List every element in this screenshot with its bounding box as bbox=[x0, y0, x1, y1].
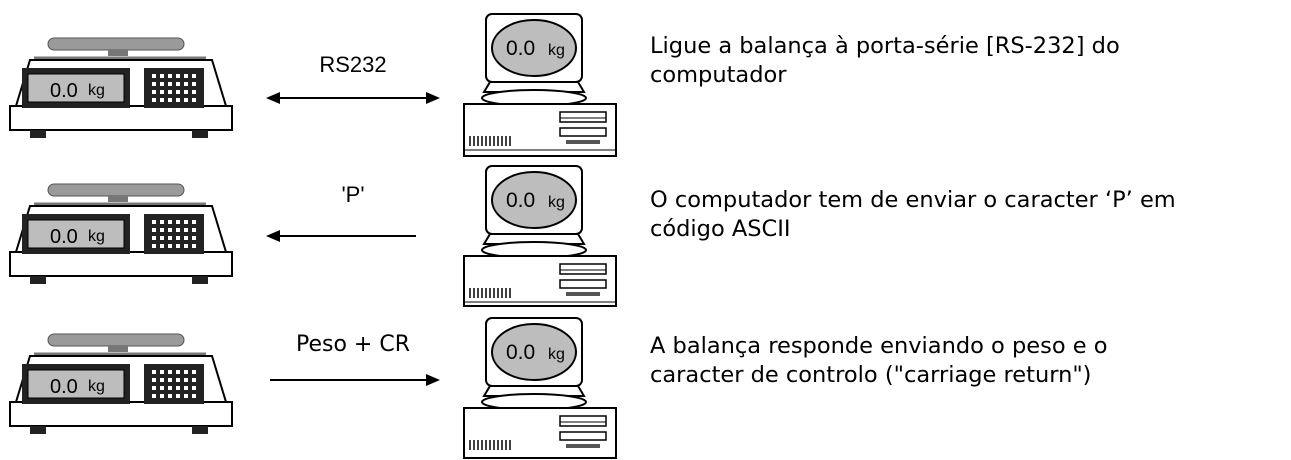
scale-illustration: 0.0 kg bbox=[9, 37, 233, 138]
bidirectional-arrow-icon bbox=[266, 92, 440, 104]
scale-display-unit: kg bbox=[88, 378, 105, 395]
computer-display-value: 0.0 bbox=[506, 37, 535, 60]
caption-line: A balança responde enviando o peso e o bbox=[650, 333, 1108, 359]
caption-line: O computador tem de enviar o caracter ‘P… bbox=[650, 187, 1176, 213]
computer-display-unit: kg bbox=[548, 346, 565, 363]
link-label: Peso + CR bbox=[295, 332, 410, 357]
scale-display-value: 0.0 bbox=[50, 376, 78, 398]
computer-display-unit: kg bbox=[548, 194, 565, 211]
scale-display-unit: kg bbox=[88, 228, 105, 245]
link-label: RS232 bbox=[319, 52, 387, 77]
step-caption: Ligue a balança à porta-série [RS-232] d… bbox=[650, 32, 1280, 90]
link-rs232: RS232 bbox=[266, 50, 440, 110]
step-caption: A balança responde enviando o peso e o c… bbox=[650, 332, 1280, 390]
scale-display-value: 0.0 bbox=[50, 226, 78, 248]
computer-illustration: 0.0 kg bbox=[463, 165, 617, 307]
caption-line: caracter de controlo ("carriage return") bbox=[650, 362, 1092, 388]
link-label: 'P' bbox=[341, 182, 365, 207]
link-response: Peso + CR bbox=[266, 330, 440, 400]
scale-illustration: 0.0 kg bbox=[9, 333, 233, 434]
caption-line: computador bbox=[650, 62, 787, 88]
step-row-connect: 0.0 kg RS232 0.0 kg bbox=[0, 0, 1291, 160]
arrow-left-icon bbox=[266, 230, 416, 242]
computer-display-unit: kg bbox=[548, 42, 565, 59]
scale-display-value: 0.0 bbox=[50, 80, 78, 102]
caption-line: código ASCII bbox=[650, 216, 791, 242]
computer-display-value: 0.0 bbox=[506, 341, 535, 364]
step-row-request: 0.0 kg 'P' 0.0 kg O compu bbox=[0, 160, 1291, 310]
arrow-right-icon bbox=[270, 374, 440, 386]
scale-illustration: 0.0 kg bbox=[9, 183, 233, 284]
computer-illustration: 0.0 kg bbox=[463, 13, 617, 157]
step-caption: O computador tem de enviar o caracter ‘P… bbox=[650, 186, 1280, 244]
scale-display-unit: kg bbox=[88, 82, 105, 99]
step-row-response: 0.0 kg Peso + CR 0.0 kg A bala bbox=[0, 310, 1291, 459]
caption-line: Ligue a balança à porta-série [RS-232] d… bbox=[650, 33, 1120, 59]
computer-display-value: 0.0 bbox=[506, 189, 535, 212]
link-request: 'P' bbox=[266, 182, 440, 252]
computer-illustration: 0.0 kg bbox=[463, 317, 617, 459]
